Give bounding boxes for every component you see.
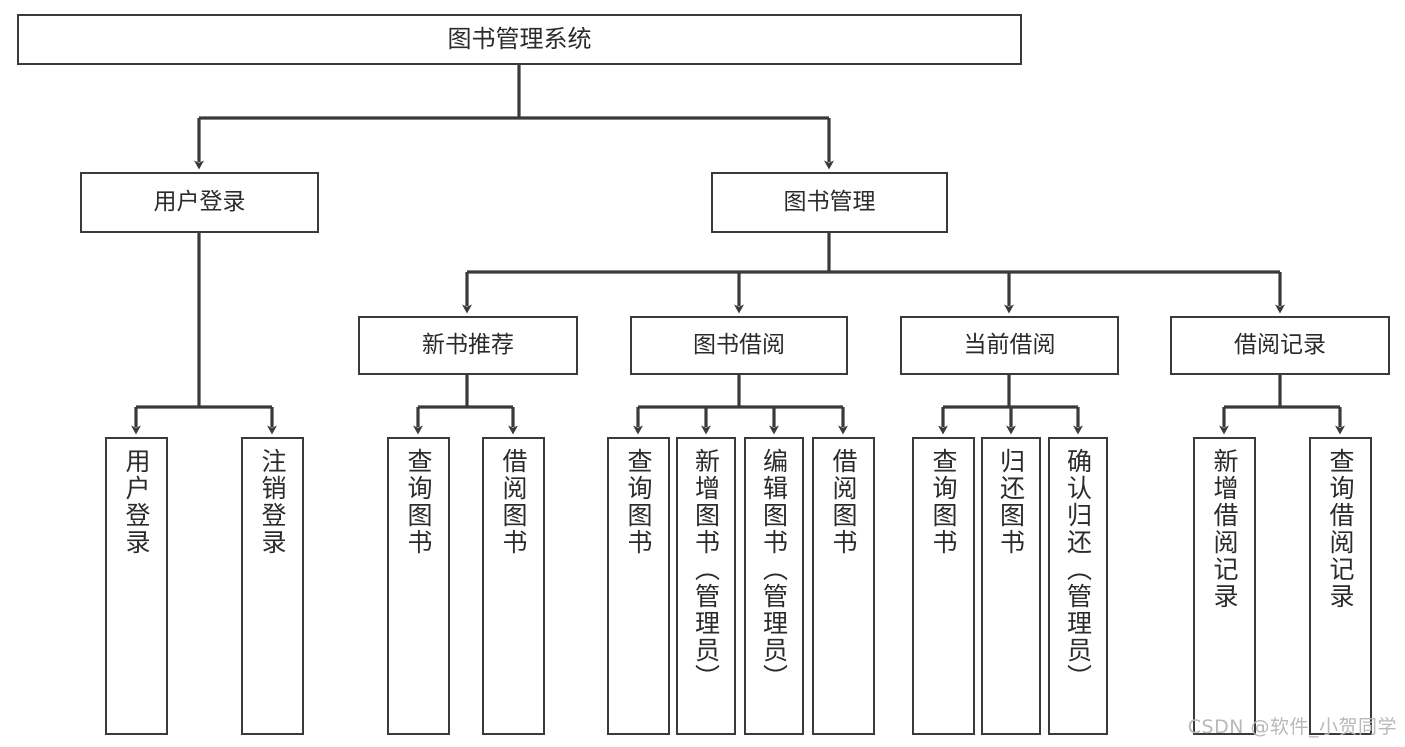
node-current-borrowing[interactable]: 当前借阅 bbox=[900, 316, 1119, 375]
watermark-text: CSDN @软件_小贺同学 bbox=[1187, 716, 1397, 738]
node-label: 当前借阅 bbox=[963, 331, 1056, 358]
leaf-add-book-admin[interactable]: 新增图书（管理员） bbox=[676, 437, 736, 735]
leaf-edit-book-admin[interactable]: 编辑图书（管理员） bbox=[744, 437, 804, 735]
node-label: 查询图书 bbox=[404, 448, 433, 556]
node-label: 借阅图书 bbox=[499, 448, 528, 556]
node-root-system[interactable]: 图书管理系统 bbox=[17, 14, 1022, 65]
node-label: 图书管理系统 bbox=[447, 25, 592, 54]
node-label: 确认归还（管理员） bbox=[1063, 448, 1093, 691]
leaf-borrow-book-bb[interactable]: 借阅图书 bbox=[812, 437, 875, 735]
leaf-query-book-bb[interactable]: 查询图书 bbox=[607, 437, 670, 735]
node-label: 编辑图书（管理员） bbox=[759, 448, 789, 691]
node-label: 查询借阅记录 bbox=[1326, 448, 1355, 610]
node-label: 新增图书（管理员） bbox=[691, 448, 721, 691]
leaf-query-book-nbr[interactable]: 查询图书 bbox=[387, 437, 450, 735]
node-label: 借阅图书 bbox=[829, 448, 858, 556]
leaf-add-borrow-record[interactable]: 新增借阅记录 bbox=[1193, 437, 1256, 735]
node-label: 新书推荐 bbox=[422, 331, 514, 358]
node-label: 归还图书 bbox=[996, 448, 1026, 556]
node-user-login[interactable]: 用户登录 bbox=[80, 172, 319, 233]
leaf-confirm-return-admin[interactable]: 确认归还（管理员） bbox=[1048, 437, 1108, 735]
node-label: 用户登录 bbox=[122, 448, 151, 556]
node-label: 新增借阅记录 bbox=[1210, 448, 1239, 610]
node-label: 查询图书 bbox=[624, 448, 653, 556]
node-label: 注销登录 bbox=[258, 448, 287, 556]
leaf-user-login[interactable]: 用户登录 bbox=[105, 437, 168, 735]
node-label: 图书借阅 bbox=[693, 331, 785, 358]
leaf-logout[interactable]: 注销登录 bbox=[241, 437, 304, 735]
leaf-query-book-cb[interactable]: 查询图书 bbox=[912, 437, 975, 735]
node-label: 图书管理 bbox=[783, 188, 876, 215]
node-borrow-records[interactable]: 借阅记录 bbox=[1170, 316, 1390, 375]
node-label: 借阅记录 bbox=[1234, 331, 1326, 358]
node-label: 用户登录 bbox=[153, 188, 246, 215]
node-book-borrowing[interactable]: 图书借阅 bbox=[630, 316, 848, 375]
leaf-query-borrow-record[interactable]: 查询借阅记录 bbox=[1309, 437, 1372, 735]
leaf-return-book[interactable]: 归还图书 bbox=[981, 437, 1041, 735]
node-new-book-recommend[interactable]: 新书推荐 bbox=[358, 316, 578, 375]
node-book-management[interactable]: 图书管理 bbox=[711, 172, 948, 233]
node-label: 查询图书 bbox=[929, 448, 958, 556]
leaf-borrow-book-nbr[interactable]: 借阅图书 bbox=[482, 437, 545, 735]
